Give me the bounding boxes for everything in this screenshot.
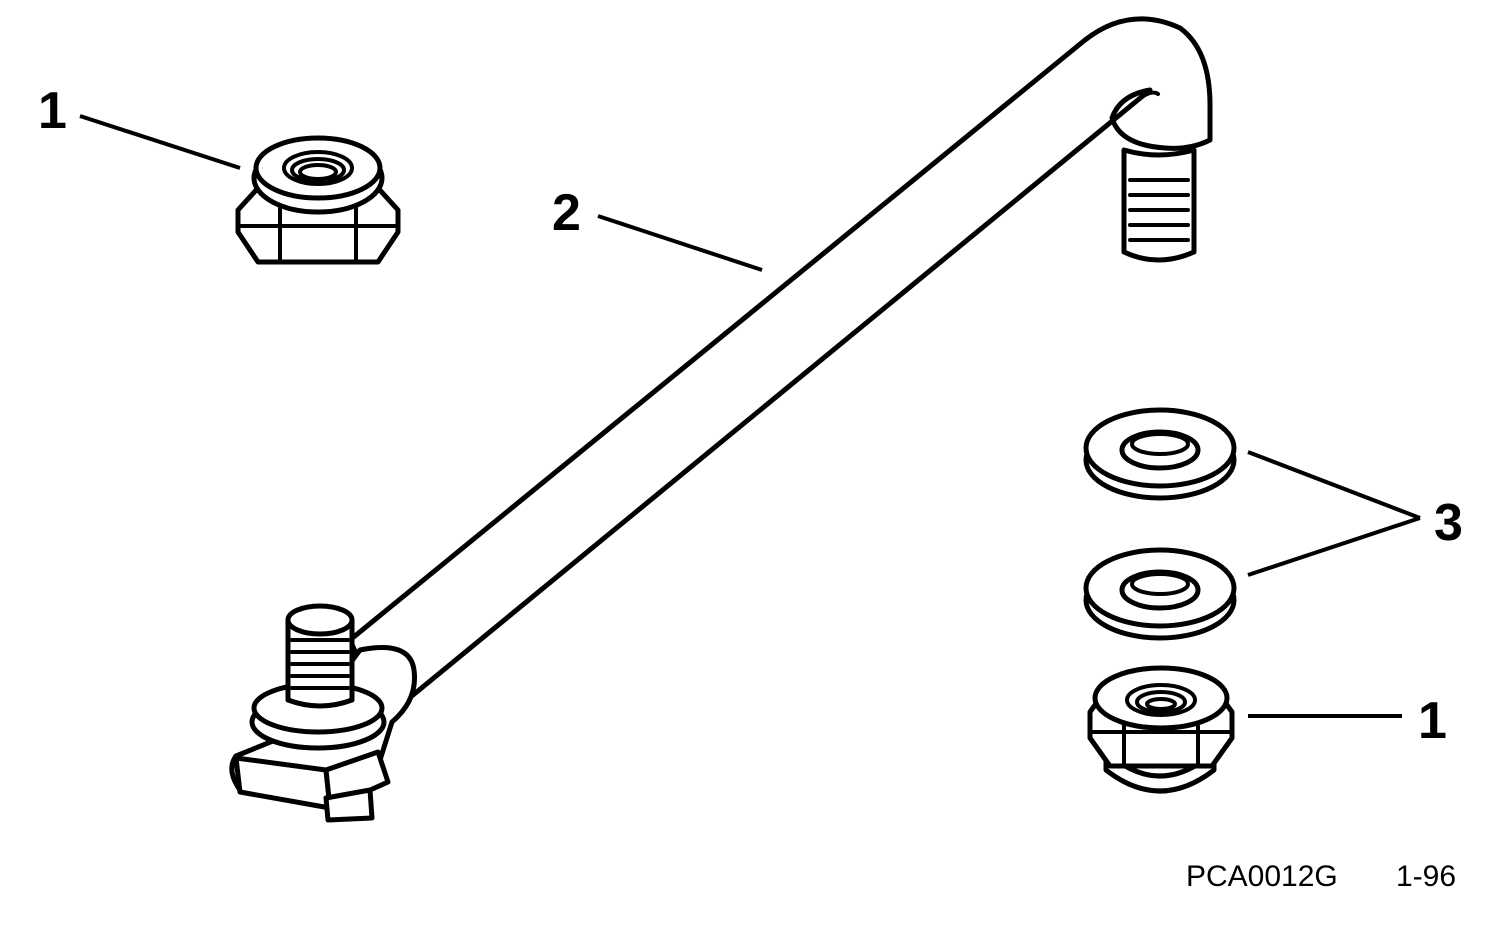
leader-lines — [79, 114, 1421, 718]
lock-nut-bottom — [1087, 665, 1235, 794]
leader-1-top — [79, 114, 241, 170]
callout-1-top: 1 — [38, 82, 67, 140]
lock-nut-top — [235, 135, 401, 265]
link-rod — [229, 16, 1213, 823]
callout-2: 2 — [552, 184, 581, 242]
figure-date: 1-96 — [1396, 860, 1456, 893]
leader-3-upper — [1247, 450, 1421, 520]
figure-code: PCA0012G — [1186, 860, 1338, 893]
leader-3-lower — [1247, 516, 1421, 577]
callout-3: 3 — [1434, 494, 1463, 552]
callout-1-bottom: 1 — [1418, 692, 1447, 750]
washer-upper — [1083, 407, 1237, 501]
washer-lower — [1083, 547, 1237, 641]
leader-2 — [597, 214, 763, 272]
